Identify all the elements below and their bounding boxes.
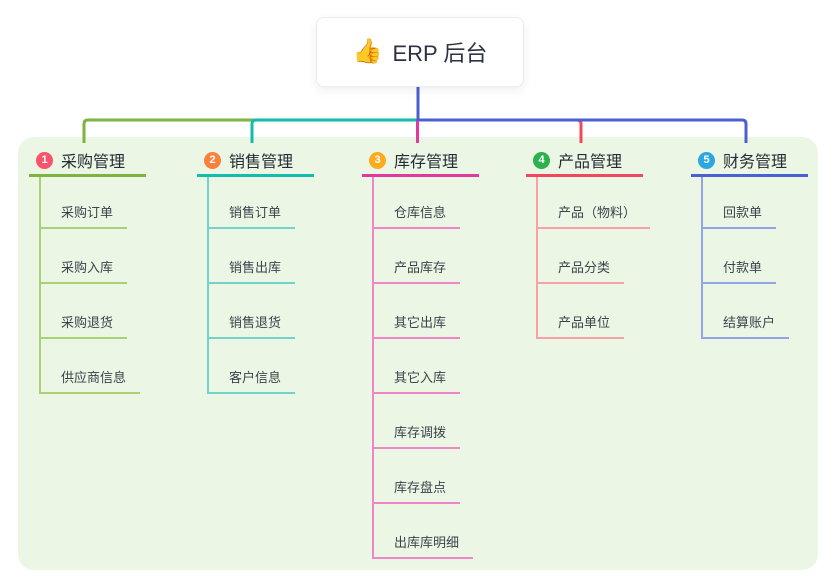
child-label: 结算账户 (723, 315, 776, 330)
branch-label: 采购管理 (61, 154, 126, 171)
child-label: 产品库存 (394, 260, 447, 275)
child-node[interactable]: 回款单 (703, 177, 777, 229)
branch-number-badge: 2 (204, 151, 221, 169)
child-label: 销售出库 (229, 260, 282, 275)
child-node[interactable]: 采购入库 (41, 229, 128, 284)
child-label: 采购退货 (61, 315, 114, 330)
child-label: 库存调拨 (394, 425, 447, 440)
root-node-erp-backend[interactable]: 👍 ERP 后台 (316, 17, 524, 87)
child-node[interactable]: 付款单 (703, 229, 777, 284)
child-label: 产品单位 (558, 315, 611, 330)
branch-label: 销售管理 (229, 154, 294, 171)
child-label: 产品分类 (558, 260, 611, 275)
branch-sales: 2 销售管理 销售订单 销售出库 销售退货 客户信息 (197, 146, 314, 394)
branch-purchase: 1 采购管理 采购订单 采购入库 采购退货 供应商信息 (29, 146, 146, 394)
child-node[interactable]: 库存调拨 (374, 394, 461, 449)
child-node[interactable]: 产品单位 (538, 284, 625, 339)
branch-label: 财务管理 (723, 154, 788, 171)
child-node[interactable]: 销售出库 (209, 229, 296, 284)
child-node[interactable]: 销售退货 (209, 284, 296, 339)
child-node[interactable]: 其它出库 (374, 284, 461, 339)
branch-node-purchase[interactable]: 1 采购管理 (29, 146, 146, 177)
child-node[interactable]: 采购订单 (41, 177, 128, 229)
child-label: 销售退货 (229, 315, 282, 330)
branch-node-product[interactable]: 4 产品管理 (526, 146, 643, 177)
child-label: 采购订单 (61, 205, 114, 220)
child-label: 客户信息 (229, 370, 282, 385)
branch-product: 4 产品管理 产品（物料） 产品分类 产品单位 (526, 146, 651, 339)
child-label: 出库库明细 (394, 535, 460, 550)
branch-number-badge: 3 (369, 151, 386, 169)
child-node[interactable]: 库存盘点 (374, 449, 461, 504)
branch-children: 销售订单 销售出库 销售退货 客户信息 (207, 177, 296, 394)
branch-label: 库存管理 (394, 154, 459, 171)
child-node[interactable]: 供应商信息 (41, 339, 141, 394)
child-node[interactable]: 采购退货 (41, 284, 128, 339)
branch-finance: 5 财务管理 回款单 付款单 结算账户 (691, 146, 808, 339)
child-label: 销售订单 (229, 205, 282, 220)
child-node[interactable]: 产品（物料） (538, 177, 651, 229)
child-label: 回款单 (723, 205, 763, 220)
child-label: 供应商信息 (61, 370, 127, 385)
branch-node-inventory[interactable]: 3 库存管理 (362, 146, 479, 177)
branch-node-sales[interactable]: 2 销售管理 (197, 146, 314, 177)
branch-children: 采购订单 采购入库 采购退货 供应商信息 (39, 177, 141, 394)
child-label: 其它出库 (394, 315, 447, 330)
branch-label: 产品管理 (558, 154, 623, 171)
mindmap-canvas-panel (18, 137, 818, 570)
branch-children: 仓库信息 产品库存 其它出库 其它入库 库存调拨 库存盘点 出库库明细 (372, 177, 474, 559)
child-node[interactable]: 产品分类 (538, 229, 625, 284)
child-node[interactable]: 出库库明细 (374, 504, 474, 559)
child-label: 采购入库 (61, 260, 114, 275)
branch-inventory: 3 库存管理 仓库信息 产品库存 其它出库 其它入库 库存调拨 库存盘点 出库库… (362, 146, 479, 559)
root-title: ERP 后台 (392, 41, 488, 66)
child-label: 仓库信息 (394, 205, 447, 220)
branch-number-badge: 4 (533, 151, 550, 169)
child-label: 产品（物料） (558, 205, 637, 220)
child-node[interactable]: 仓库信息 (374, 177, 461, 229)
branch-children: 产品（物料） 产品分类 产品单位 (536, 177, 651, 339)
branch-node-finance[interactable]: 5 财务管理 (691, 146, 808, 177)
child-label: 其它入库 (394, 370, 447, 385)
child-node[interactable]: 结算账户 (703, 284, 790, 339)
branch-number-badge: 5 (698, 151, 715, 169)
branch-children: 回款单 付款单 结算账户 (701, 177, 790, 339)
child-node[interactable]: 其它入库 (374, 339, 461, 394)
child-label: 库存盘点 (394, 480, 447, 495)
child-node[interactable]: 销售订单 (209, 177, 296, 229)
child-label: 付款单 (723, 260, 763, 275)
thumbs-up-icon: 👍 (352, 38, 383, 65)
child-node[interactable]: 客户信息 (209, 339, 296, 394)
child-node[interactable]: 产品库存 (374, 229, 461, 284)
branch-number-badge: 1 (36, 151, 53, 169)
